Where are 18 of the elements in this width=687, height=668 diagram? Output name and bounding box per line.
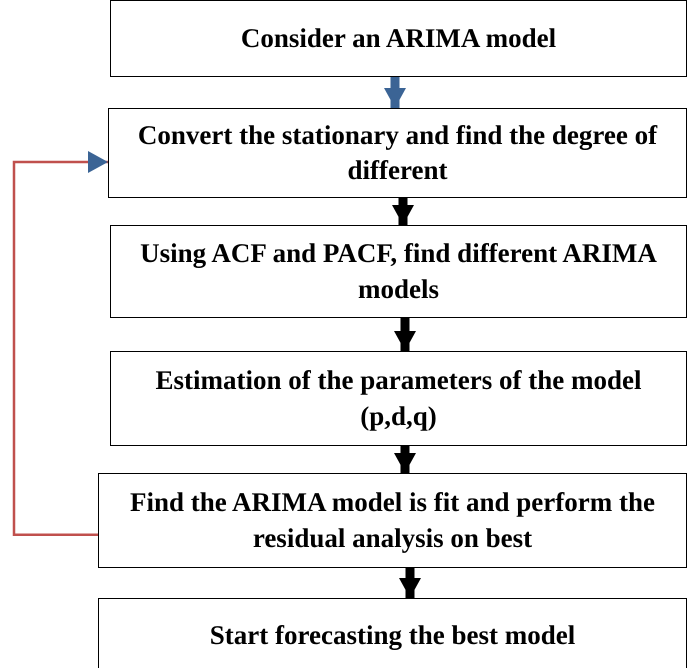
process-box (98, 598, 687, 668)
process-box (110, 225, 687, 318)
step-text: Consider an ARIMA model (240, 22, 558, 55)
step-text: Find the ARIMA model is fit and perform the residual analysis on best (129, 486, 656, 555)
arrow (392, 198, 414, 225)
process-box (110, 0, 687, 77)
arrow (384, 77, 406, 108)
arrow (394, 318, 416, 351)
step-text: Estimation of the parameters of the model (p,d,q) (154, 364, 642, 433)
step-text: Using ACF and PACF, find different ARIMA models (139, 237, 658, 306)
step-text: Convert the stationary and find the degree of different (136, 118, 658, 187)
step-text: Start forecasting the best model (208, 618, 576, 652)
process-box (98, 473, 687, 568)
arrow (394, 446, 416, 473)
arrow (12, 151, 108, 536)
process-box (108, 108, 687, 198)
process-box (110, 351, 687, 446)
arrow (399, 568, 421, 598)
